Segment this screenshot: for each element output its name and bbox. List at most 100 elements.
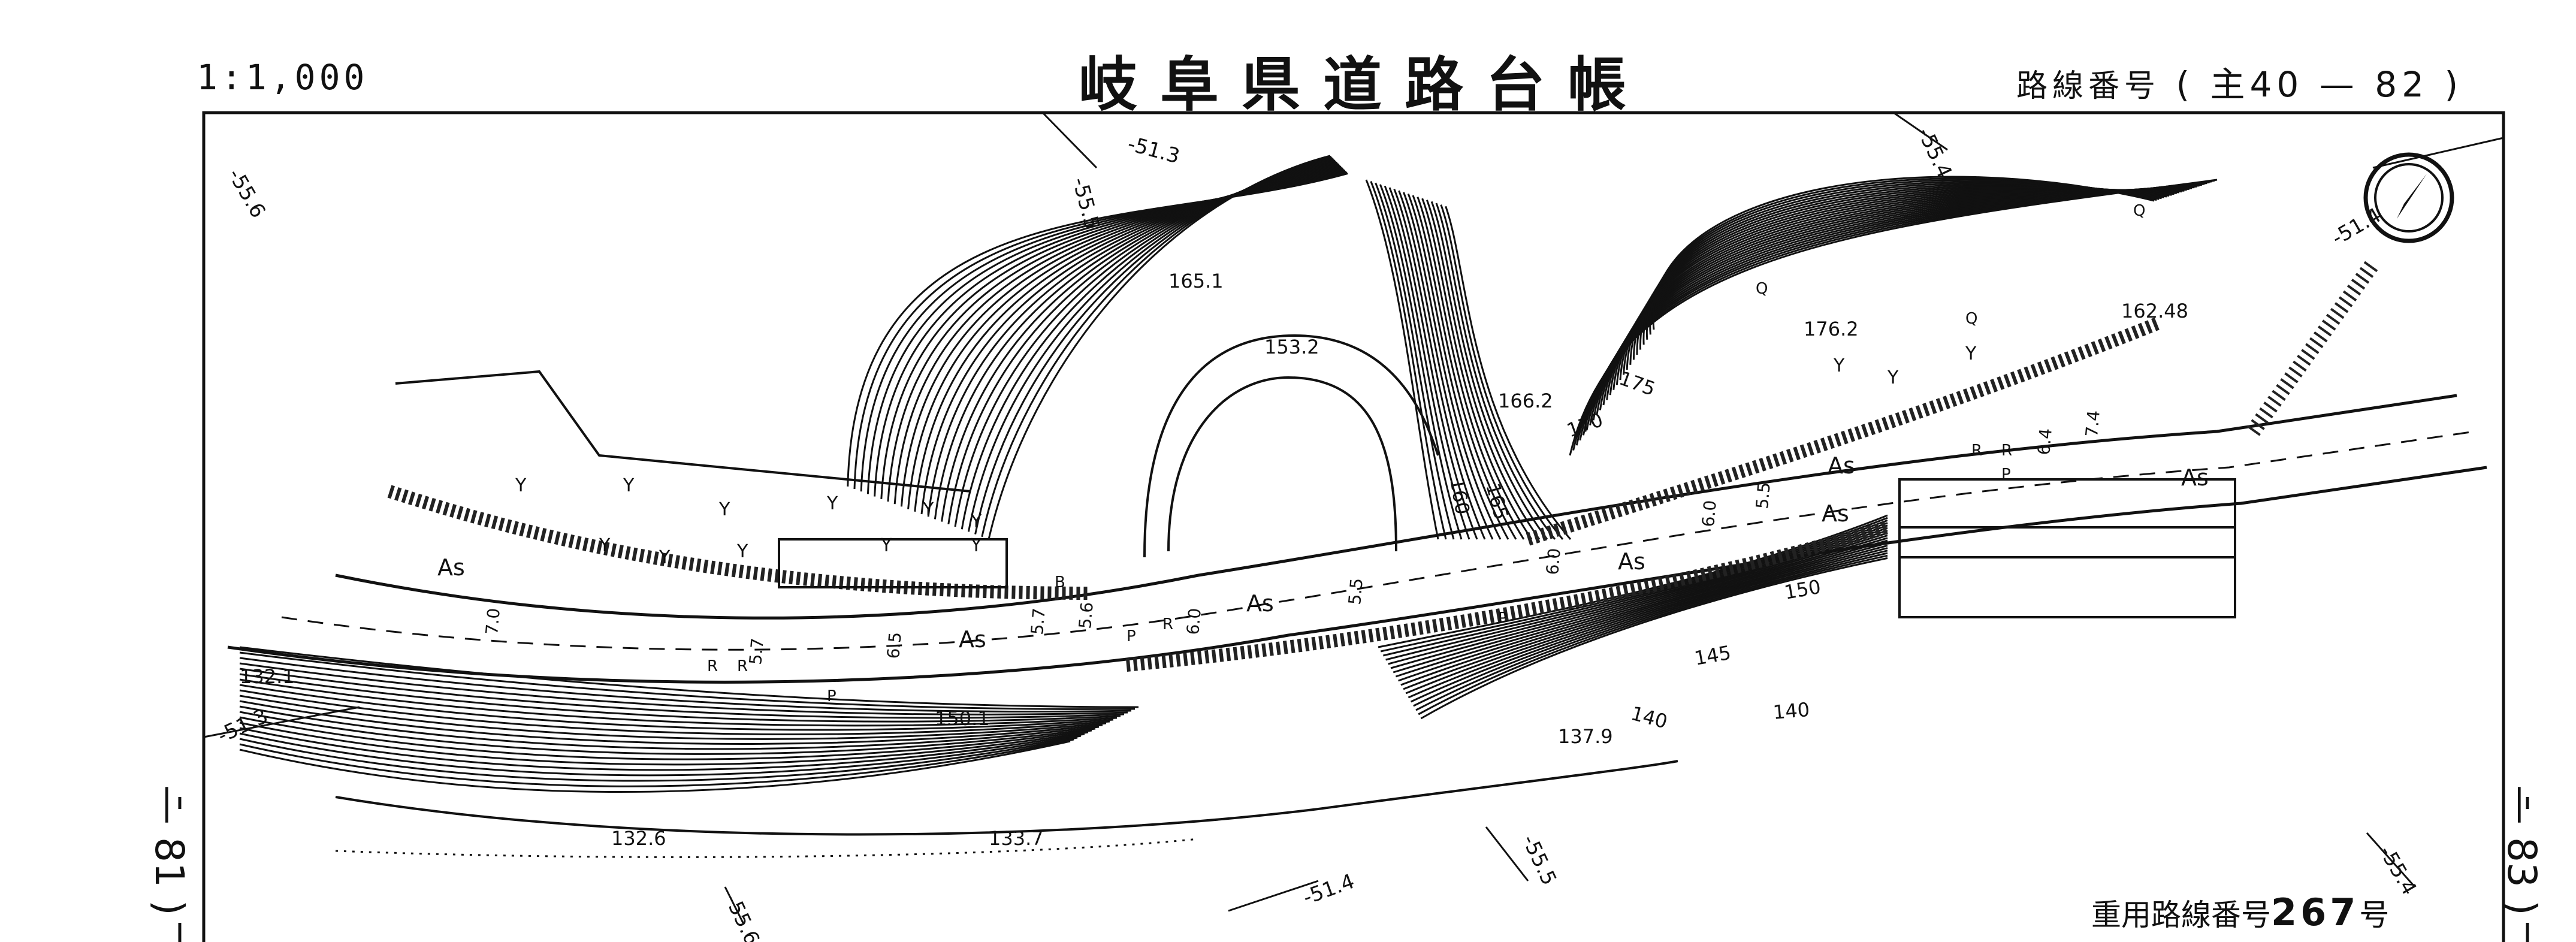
route-number: 82 [2375, 64, 2429, 105]
land-use-label: Y [736, 541, 748, 562]
contour-line [239, 705, 1100, 750]
retaining-wall-east [1526, 317, 2160, 546]
contour-line [1582, 182, 2207, 436]
land-use-label: Y [1833, 355, 1845, 376]
contour-line [1445, 206, 1572, 540]
building-north [778, 538, 1008, 588]
grid-label: -55.4 [2374, 842, 2421, 899]
contour-line [1388, 187, 1478, 540]
grid-label: -51.4 [1300, 869, 1357, 910]
contour-line [1417, 197, 1525, 540]
map-title: 岐阜県道路台帳 [1079, 50, 1650, 119]
route-open-paren: ( [2176, 64, 2195, 105]
width-label: 6.4 [2034, 427, 2056, 455]
contour-line [1384, 185, 1470, 540]
contour-line [1407, 193, 1509, 540]
road-edge-north [335, 394, 2457, 620]
width-label: 5.6 [1075, 601, 1097, 629]
contour-line [1415, 552, 1888, 711]
contour-line [1400, 537, 1888, 686]
map-symbol-label: P [827, 687, 836, 705]
map-symbol-label: P [2001, 466, 2011, 484]
contour-label: 150.1 [935, 707, 990, 730]
contour-line [1403, 539, 1888, 690]
contour-line [1408, 544, 1888, 699]
contour-label: 145 [1693, 641, 1733, 670]
land-use-label: Y [1965, 343, 1977, 364]
contour-line [239, 689, 1110, 736]
contour-line [1375, 182, 1455, 540]
contour-line [239, 716, 1092, 760]
contour-line [239, 738, 1074, 787]
land-use-label: Y [970, 511, 982, 532]
contour-line [1418, 554, 1888, 715]
map-symbol-label: Q [2133, 202, 2145, 220]
land-use-label: Y [599, 535, 611, 556]
contour-line [239, 727, 1085, 771]
width-label: 6.0 [1183, 607, 1205, 635]
map-symbol-label: R [1971, 442, 1982, 460]
usage-label: 重用路線番号 [2091, 898, 2271, 932]
tunnel-portal [1167, 376, 1397, 552]
contour-label: 165.1 [1168, 270, 1224, 292]
route-prefix: 主40 [2210, 64, 2304, 105]
lower-road [335, 760, 1678, 836]
lot-boundary [395, 370, 971, 493]
width-label: 6.5 [883, 631, 905, 659]
contour-line [1365, 179, 1439, 540]
road-surface-label: As [959, 626, 986, 653]
contour-line [1390, 527, 1888, 669]
width-label: 5.5 [1752, 481, 1774, 509]
map-symbol-label: P [1127, 627, 1136, 645]
contour-line [1420, 557, 1888, 720]
map-symbol-label: P [1498, 609, 1508, 627]
road-surface-label: As [1246, 590, 1274, 617]
land-use-label: Y [922, 499, 934, 520]
contour-line [239, 668, 1125, 719]
road-surface-label: As [1822, 500, 1849, 527]
road-edge-south [227, 466, 2487, 684]
contour-label: 133.7 [989, 827, 1044, 850]
width-label: 6.0 [1542, 547, 1565, 575]
map-frame [202, 111, 2505, 942]
contour-line [1393, 189, 1486, 540]
road-centre [281, 430, 2475, 651]
contour-line [239, 740, 1071, 793]
width-label: 5.7 [1027, 607, 1049, 635]
contour-line [239, 695, 1107, 740]
map-symbol-label: R [737, 657, 748, 675]
width-label: 7.4 [2082, 409, 2104, 437]
width-label: 6.0 [1698, 499, 1720, 527]
map-symbol-label: Q [1756, 280, 1768, 298]
contour-line [239, 711, 1096, 755]
contour-line [239, 657, 1132, 713]
contour-line [1370, 181, 1447, 540]
map-symbol-label: B [1055, 573, 1065, 591]
contour-line [239, 673, 1121, 723]
width-label: 5.7 [745, 637, 768, 665]
grid-label: -55.5 [1517, 831, 1561, 889]
contour-label: 137.9 [1558, 725, 1613, 748]
contour-label: 170 [1564, 408, 1606, 442]
map-symbol-label: Q [1965, 310, 1977, 328]
contour-line [1421, 198, 1533, 540]
land-use-label: Y [718, 499, 730, 520]
contour-line [1410, 547, 1888, 703]
contour-line [239, 700, 1103, 745]
road-surface-label: As [1828, 452, 1855, 479]
contour-label: 132.1 [240, 665, 295, 688]
contour-line [1379, 184, 1463, 540]
contour-line [239, 721, 1089, 766]
usage-route-label: 重用路線番号267号 [2091, 890, 2389, 934]
building-east-1 [1898, 478, 2236, 618]
contour-label: 132.6 [611, 827, 666, 850]
land-use-label: Y [880, 535, 892, 556]
contour-line [239, 662, 1128, 715]
contour-line [1652, 176, 2155, 330]
grid-label: -51.4 [2328, 203, 2385, 250]
route-dash: — [2319, 64, 2359, 105]
land-use-label: Y [515, 475, 527, 496]
structures [395, 334, 2236, 618]
usage-number: 267 [2271, 890, 2360, 934]
